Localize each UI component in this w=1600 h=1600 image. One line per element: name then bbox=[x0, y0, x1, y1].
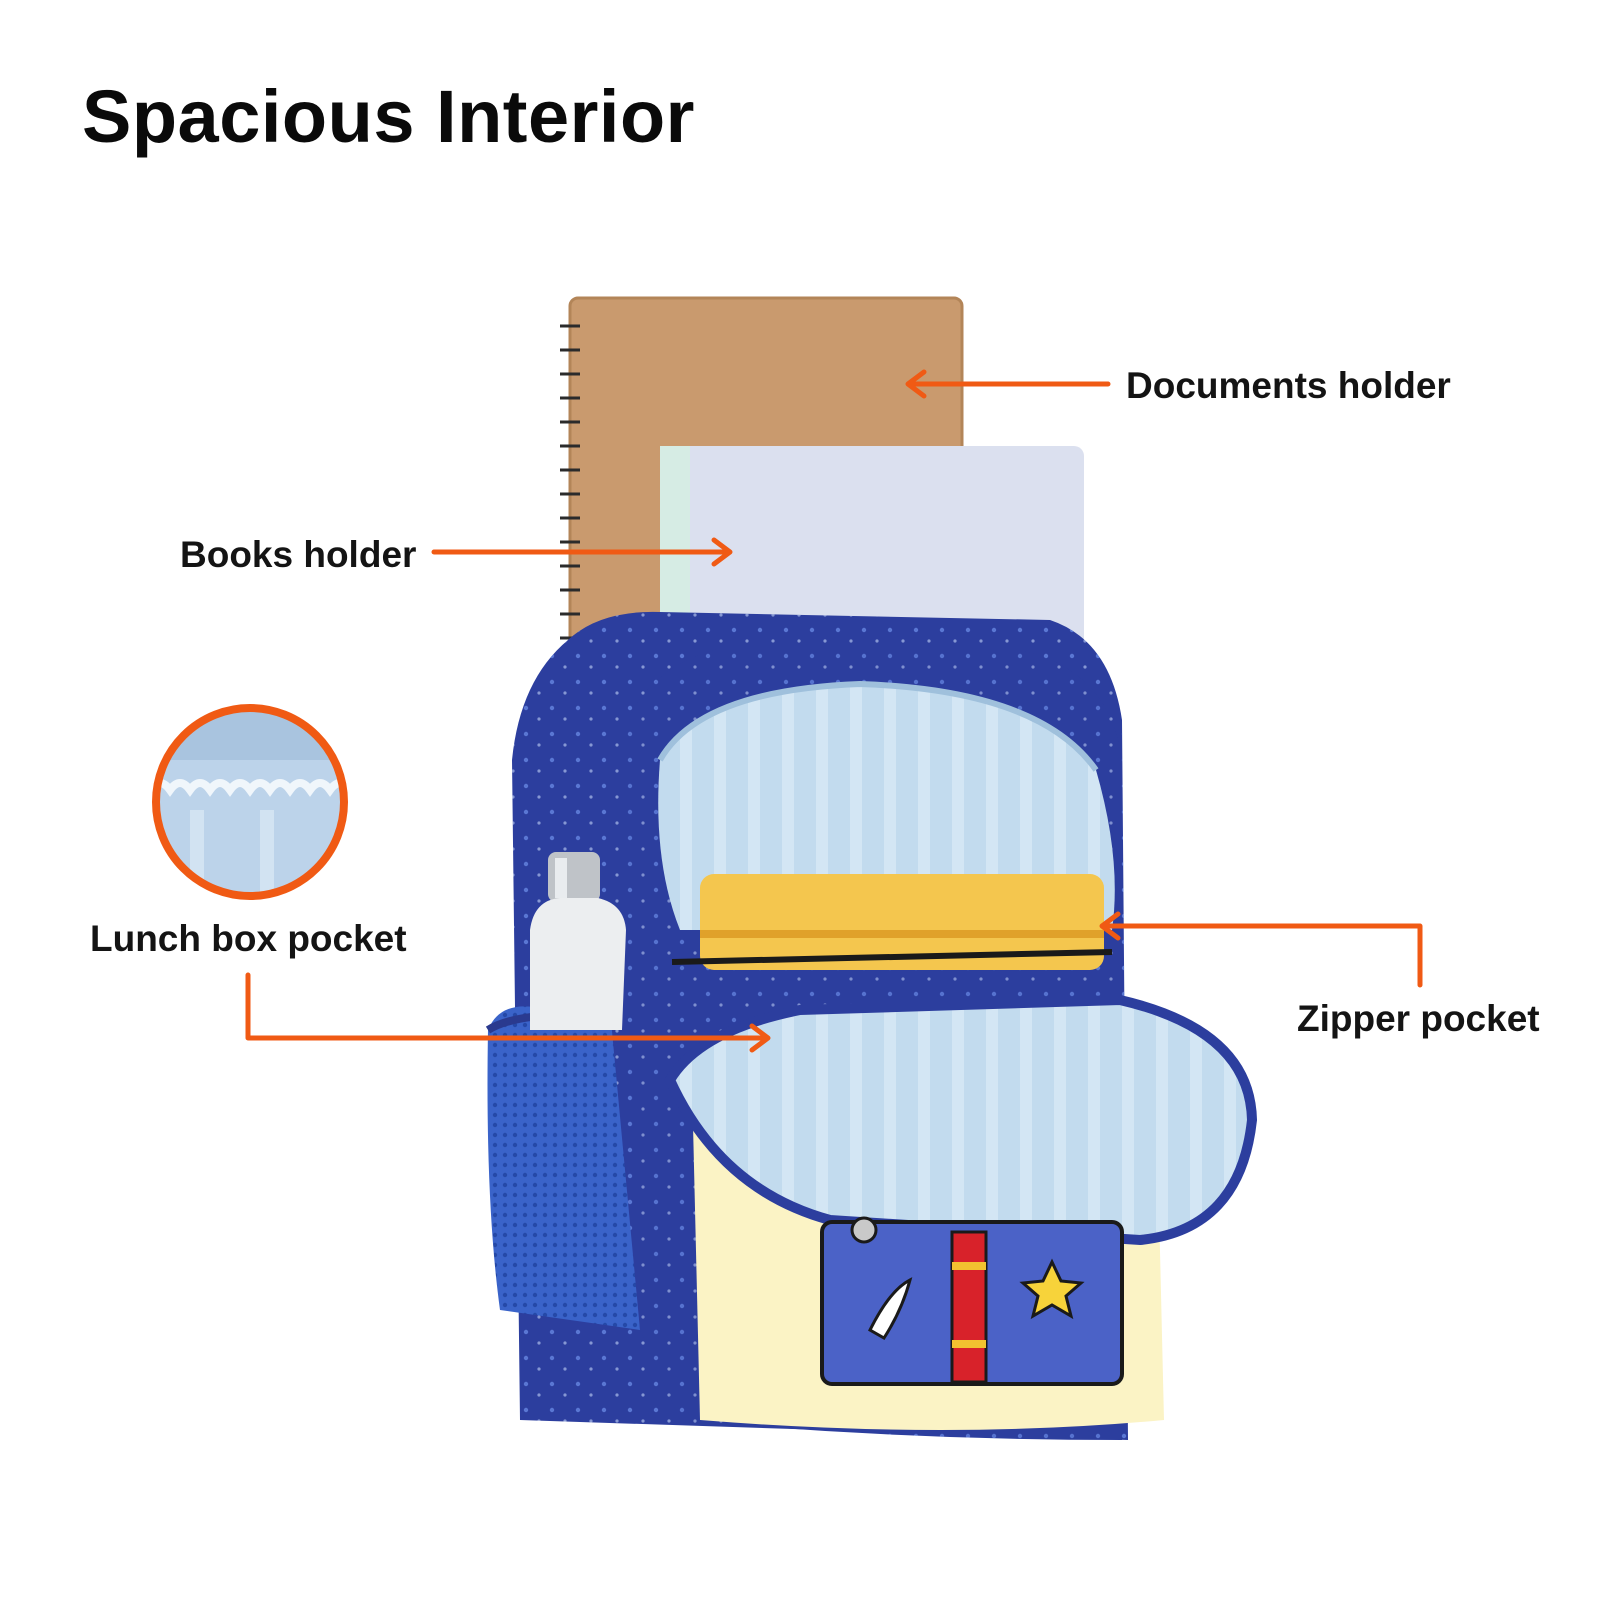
callout-arrows bbox=[245, 369, 1423, 1053]
documents-holder-label: Documents holder bbox=[1126, 365, 1451, 406]
backpack-body bbox=[485, 611, 1258, 1440]
zipper-pocket-label: Zipper pocket bbox=[1297, 998, 1540, 1039]
books-holder-label: Books holder bbox=[180, 534, 417, 575]
page-title: Spacious Interior bbox=[82, 75, 695, 158]
lunch-pocket-detail-circle bbox=[152, 704, 348, 900]
lunch-box-pocket-label: Lunch box pocket bbox=[90, 918, 407, 959]
